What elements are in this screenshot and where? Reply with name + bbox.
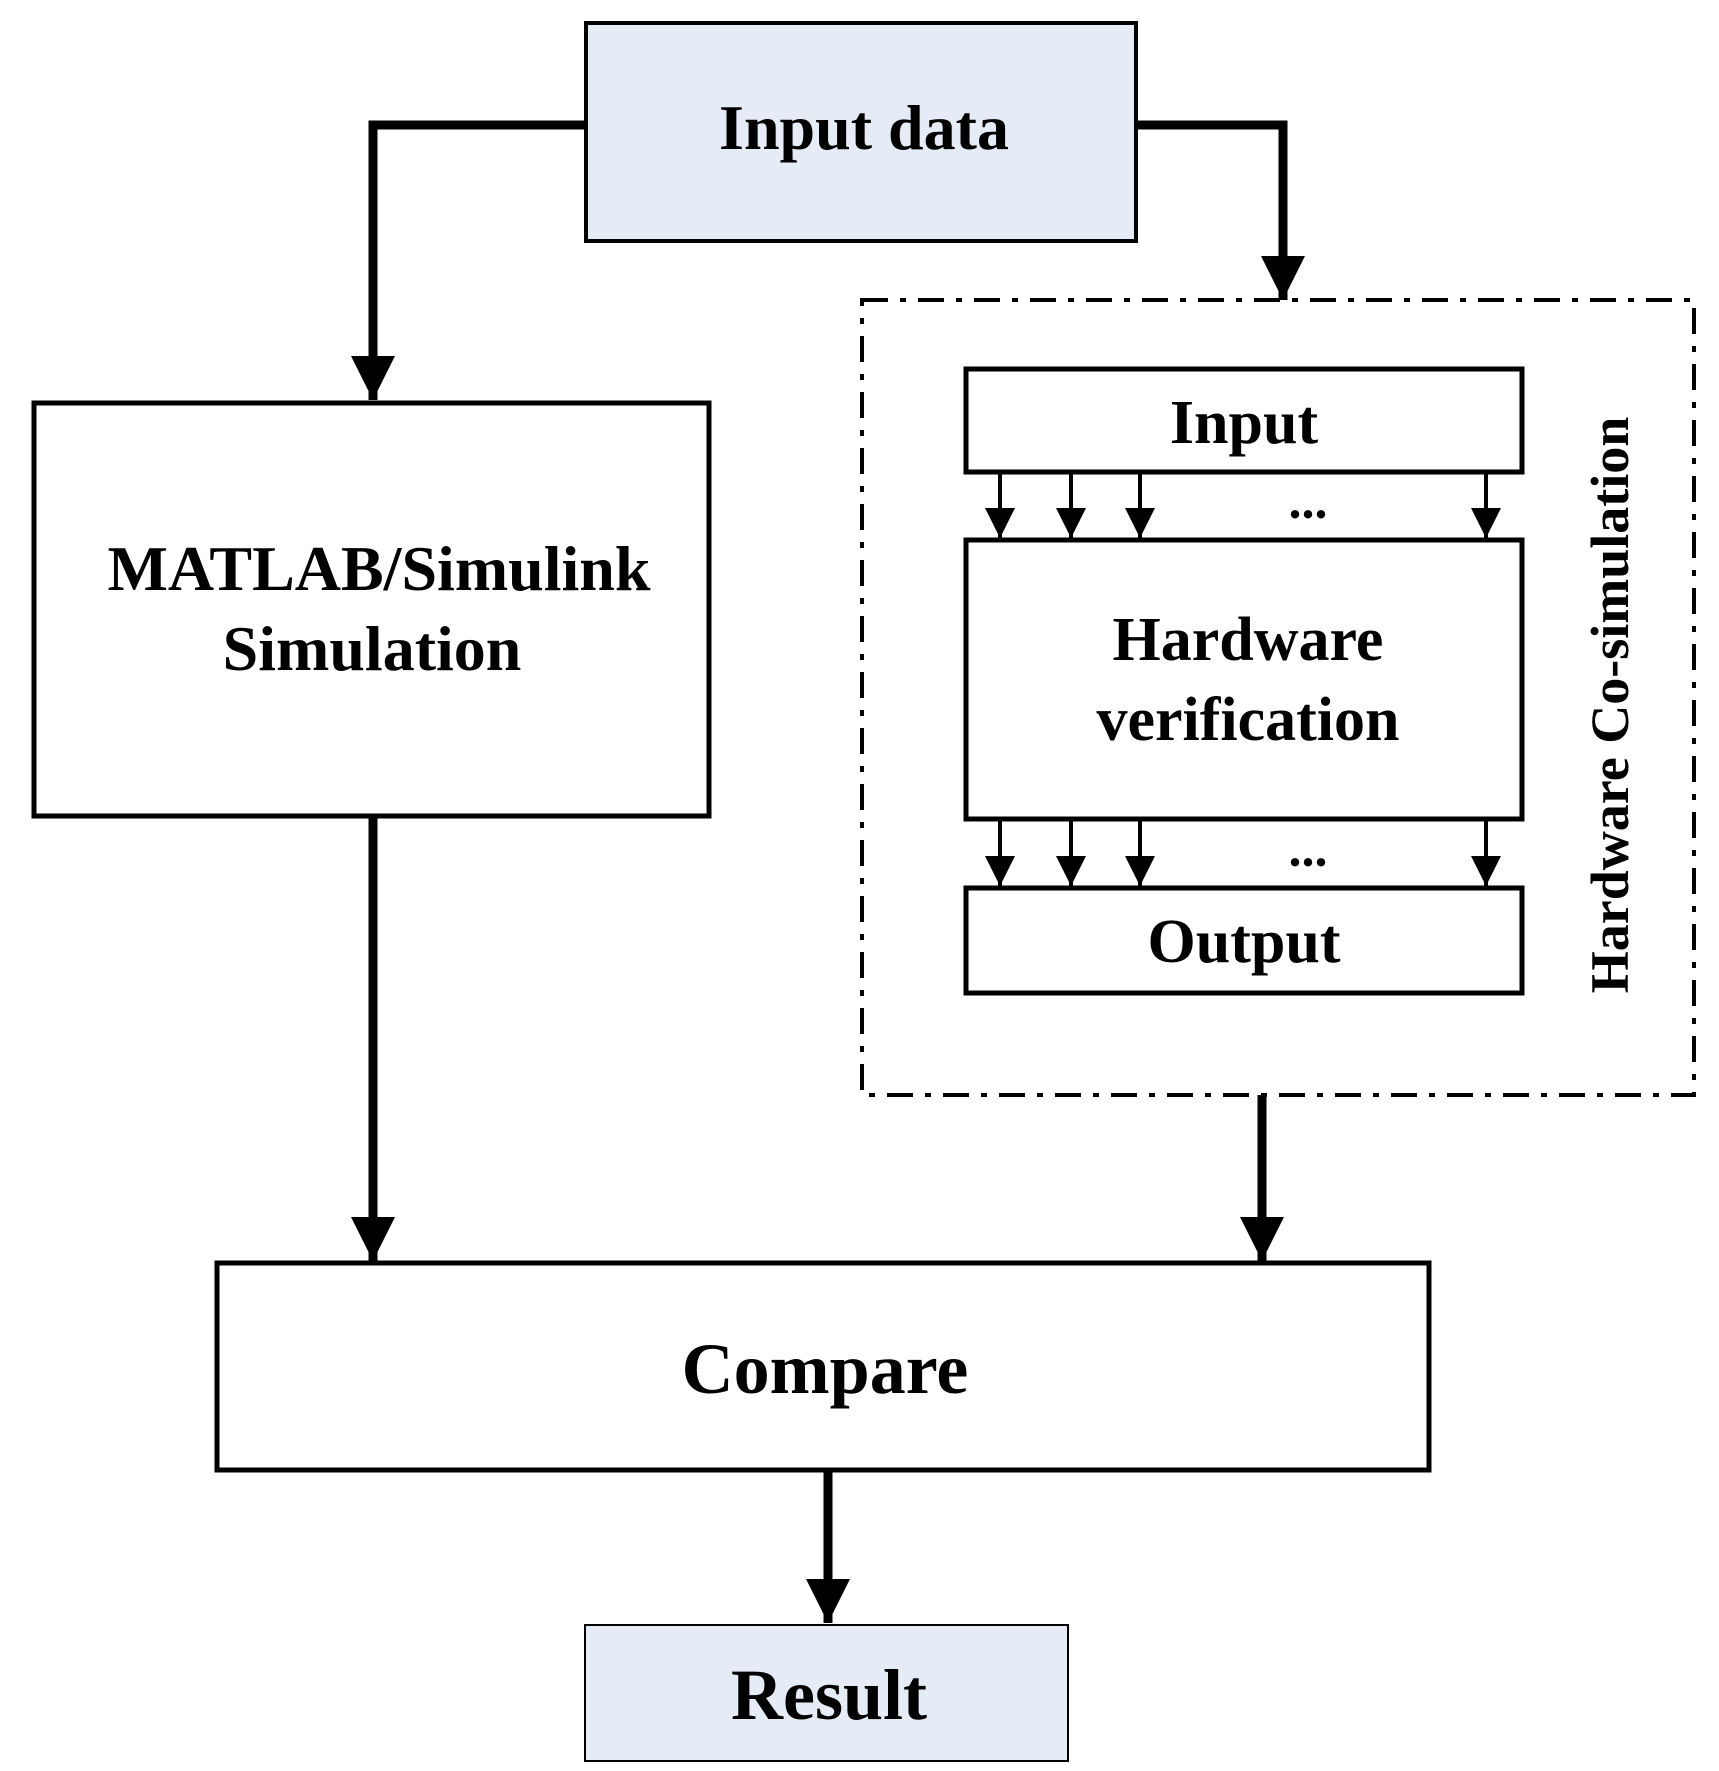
matlab-simulation-node: MATLAB/Simulink Simulation: [31, 400, 712, 819]
ellipsis-bottom: ...: [1289, 821, 1328, 878]
verification-to-output-arrows: [985, 821, 1501, 886]
hardware-verification-node: Hardware verification: [963, 537, 1525, 822]
main-flow-arrows: [351, 120, 1305, 1623]
input-data-label: Input data: [719, 92, 1009, 163]
cosim-input-label: Input: [1170, 389, 1319, 457]
input-data-box: [584, 21, 1138, 243]
compare-label: Compare: [682, 1329, 969, 1409]
arrow-input-to-matlab: [351, 120, 586, 400]
cosim-output-box: [963, 885, 1525, 996]
input-data-node: Input data: [584, 21, 1138, 243]
cosimulation-group-label: Hardware Co-simulation: [1580, 417, 1640, 994]
matlab-simulation-label-line1: MATLAB/Simulink: [108, 533, 651, 604]
cosim-output-label: Output: [1148, 908, 1341, 976]
result-node: Result: [584, 1624, 1069, 1762]
result-box: [584, 1624, 1069, 1762]
cosim-output-node: Output: [963, 885, 1525, 996]
compare-node: Compare: [214, 1260, 1432, 1473]
result-label: Result: [731, 1655, 927, 1735]
matlab-simulation-box: [31, 400, 712, 819]
hardware-verification-label-line1: Hardware: [1113, 606, 1384, 674]
cosim-input-box: [963, 366, 1525, 475]
compare-box: [214, 1260, 1432, 1473]
hardware-verification-box: [963, 537, 1525, 822]
arrow-input-to-cosimulation: [1136, 120, 1305, 300]
cosimulation-boundary: [860, 298, 1696, 1097]
hardware-cosimulation-group: Hardware Co-simulation: [860, 298, 1696, 1097]
input-to-verification-arrows: [985, 474, 1501, 538]
ellipsis-top: ...: [1289, 473, 1328, 530]
hardware-verification-label-line2: verification: [1096, 686, 1399, 754]
cosim-input-node: Input: [963, 366, 1525, 475]
matlab-simulation-label-line2: Simulation: [223, 613, 522, 684]
